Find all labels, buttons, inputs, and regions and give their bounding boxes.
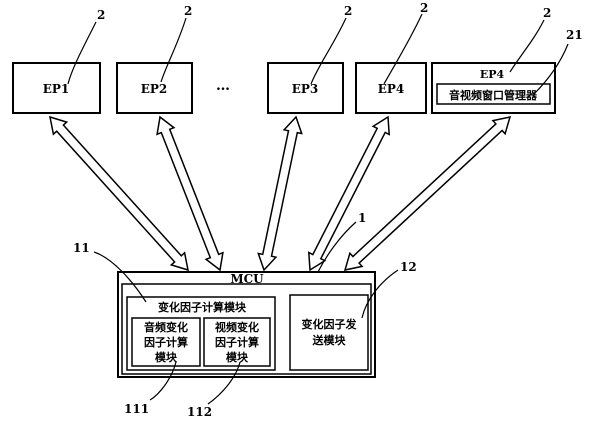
arrow-ep1-mcu xyxy=(49,115,189,272)
av-window-manager-label: 音视频窗口管理器 xyxy=(449,88,538,102)
ref-ep2: 2 xyxy=(184,4,192,18)
ref-audio: 111 xyxy=(124,402,149,416)
endpoint-ep3-label: EP3 xyxy=(292,82,319,96)
endpoint-ep4-manager: EP4 音视频窗口管理器 xyxy=(431,62,556,114)
endpoint-ep4b-label: EP4 xyxy=(480,68,505,81)
factor-calc-module: 变化因子计算模块 音频变化 因子计算 模块 视频变化 因子计算 模块 xyxy=(126,296,276,371)
ref-video: 112 xyxy=(187,405,212,419)
ref-leader-send xyxy=(361,269,399,319)
ref-ep1: 2 xyxy=(97,8,105,22)
endpoint-ep1: EP1 xyxy=(12,62,101,114)
arrows xyxy=(49,115,512,272)
mcu: MCU 变化因子计算模块 音频变化 因子计算 模块 视频变化 因子计算 模块 变… xyxy=(117,271,376,378)
arrow-ep4-mcu xyxy=(307,115,391,272)
factor-send-line1: 变化因子发 xyxy=(302,317,358,331)
ref-leader-mcu xyxy=(317,221,357,273)
ref-leader-calc xyxy=(93,251,147,303)
ref-leader-ep4 xyxy=(383,13,423,85)
factor-calc-module-label: 变化因子计算模块 xyxy=(158,300,247,314)
arrow-ep3-mcu xyxy=(257,115,303,272)
endpoint-ep4: EP4 xyxy=(355,62,427,114)
av-window-manager: 音视频窗口管理器 xyxy=(436,83,551,105)
video-calc-line3: 模块 xyxy=(226,350,249,364)
arrow-ep2-mcu xyxy=(156,115,224,272)
ref-manager: 21 xyxy=(566,28,583,42)
ref-send: 12 xyxy=(400,260,417,274)
mcu-title: MCU xyxy=(230,272,264,286)
arrow-ep4b-mcu xyxy=(343,116,512,271)
ref-ep3: 2 xyxy=(344,4,352,18)
ref-mcu: 1 xyxy=(358,211,366,225)
audio-calc-line1: 音频变化 xyxy=(144,320,188,334)
endpoint-ep2-label: EP2 xyxy=(141,82,168,96)
ref-leader-ep3 xyxy=(310,17,347,85)
audio-calc-line2: 因子计算 xyxy=(144,335,188,349)
ref-leader-ep4b xyxy=(509,19,545,73)
ref-ep4b: 2 xyxy=(543,6,551,20)
ref-leader-manager xyxy=(533,43,569,95)
ref-ep4: 2 xyxy=(420,1,428,15)
endpoint-ep2: EP2 xyxy=(116,62,193,114)
endpoint-ep4-label: EP4 xyxy=(378,82,405,96)
endpoint-ep3: EP3 xyxy=(267,62,344,114)
ref-leader-audio xyxy=(149,361,177,401)
ellipsis: … xyxy=(216,78,230,94)
audio-calc-line3: 模块 xyxy=(155,350,178,364)
ref-leader-video xyxy=(207,361,241,405)
factor-send-line2: 送模块 xyxy=(312,333,347,347)
video-calc-line2: 因子计算 xyxy=(215,335,259,349)
video-calc-line1: 视频变化 xyxy=(215,320,259,334)
endpoint-ep1-label: EP1 xyxy=(43,82,70,96)
video-factor-calc-module: 视频变化 因子计算 模块 xyxy=(203,317,271,367)
factor-send-module: 变化因子发 送模块 xyxy=(289,294,369,371)
ref-leader-ep2 xyxy=(160,17,187,83)
ref-leader-ep1 xyxy=(67,21,97,85)
audio-factor-calc-module: 音频变化 因子计算 模块 xyxy=(131,317,201,367)
ref-calc: 11 xyxy=(73,241,90,255)
